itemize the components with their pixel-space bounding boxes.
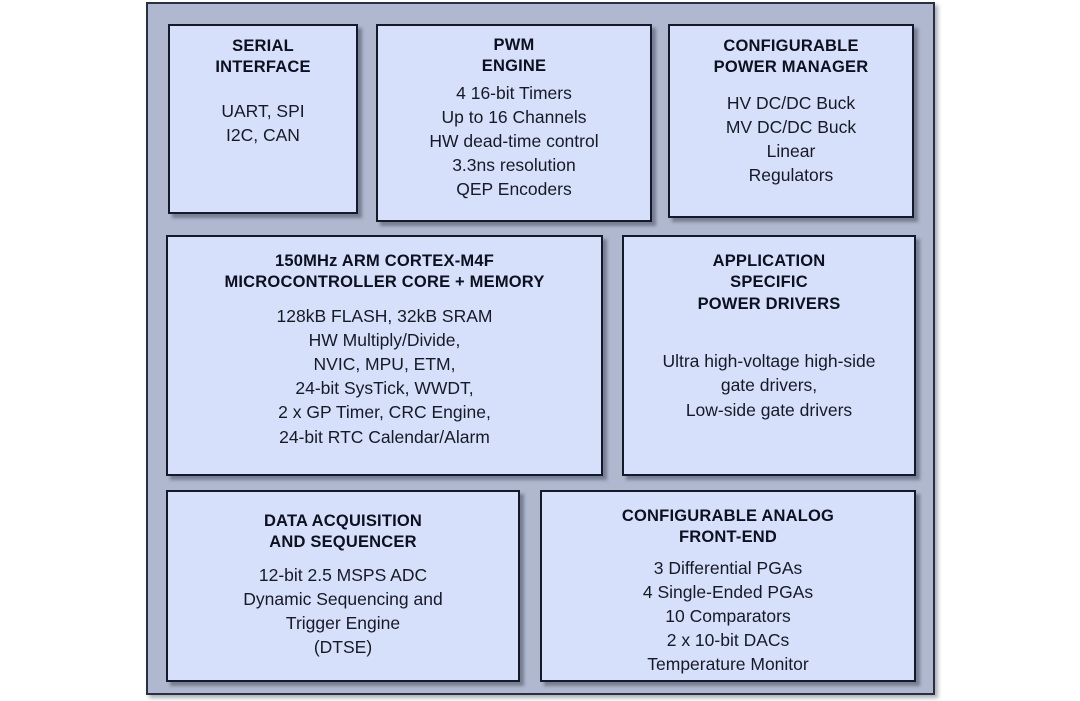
block-application-specific-power-drivers-title: APPLICATION SPECIFIC POWER DRIVERS (697, 252, 841, 313)
block-microcontroller-core: 150MHz ARM CORTEX-M4F MICROCONTROLLER CO… (166, 235, 603, 476)
block-data-acquisition-and-sequencer: DATA ACQUISITION AND SEQUENCER 12-bit 2.… (166, 490, 520, 682)
chip-block-diagram-container: SERIAL INTERFACE UART, SPI I2C, CAN PWM … (146, 2, 935, 695)
block-configurable-analog-front-end-body: 3 Differential PGAs 4 Single-Ended PGAs … (642, 557, 814, 675)
block-configurable-power-manager: CONFIGURABLE POWER MANAGER HV DC/DC Buck… (668, 24, 914, 218)
block-pwm-engine-title: PWM ENGINE (481, 36, 547, 76)
block-serial-interface-title: SERIAL INTERFACE (215, 37, 311, 77)
block-data-acquisition-and-sequencer-body: 12-bit 2.5 MSPS ADC Dynamic Sequencing a… (243, 564, 443, 658)
block-serial-interface-body: UART, SPI I2C, CAN (221, 100, 305, 146)
block-application-specific-power-drivers-body: Ultra high-voltage high-side gate driver… (662, 351, 876, 420)
block-serial-interface: SERIAL INTERFACE UART, SPI I2C, CAN (168, 24, 358, 214)
block-application-specific-power-drivers: APPLICATION SPECIFIC POWER DRIVERS Ultra… (622, 235, 916, 476)
block-configurable-analog-front-end-title: CONFIGURABLE ANALOG FRONT-END (621, 507, 835, 547)
block-microcontroller-core-body: 128kB FLASH, 32kB SRAM HW Multiply/Divid… (276, 305, 493, 447)
block-configurable-power-manager-body: HV DC/DC Buck MV DC/DC Buck Linear Regul… (725, 92, 857, 186)
block-pwm-engine-body: 4 16-bit Timers Up to 16 Channels HW dea… (429, 82, 599, 200)
block-microcontroller-core-title: 150MHz ARM CORTEX-M4F MICROCONTROLLER CO… (224, 252, 545, 292)
block-configurable-power-manager-title: CONFIGURABLE POWER MANAGER (713, 37, 869, 77)
block-pwm-engine: PWM ENGINE 4 16-bit Timers Up to 16 Chan… (376, 24, 652, 222)
block-data-acquisition-and-sequencer-title: DATA ACQUISITION AND SEQUENCER (263, 512, 423, 552)
block-configurable-analog-front-end: CONFIGURABLE ANALOG FRONT-END 3 Differen… (540, 490, 916, 682)
